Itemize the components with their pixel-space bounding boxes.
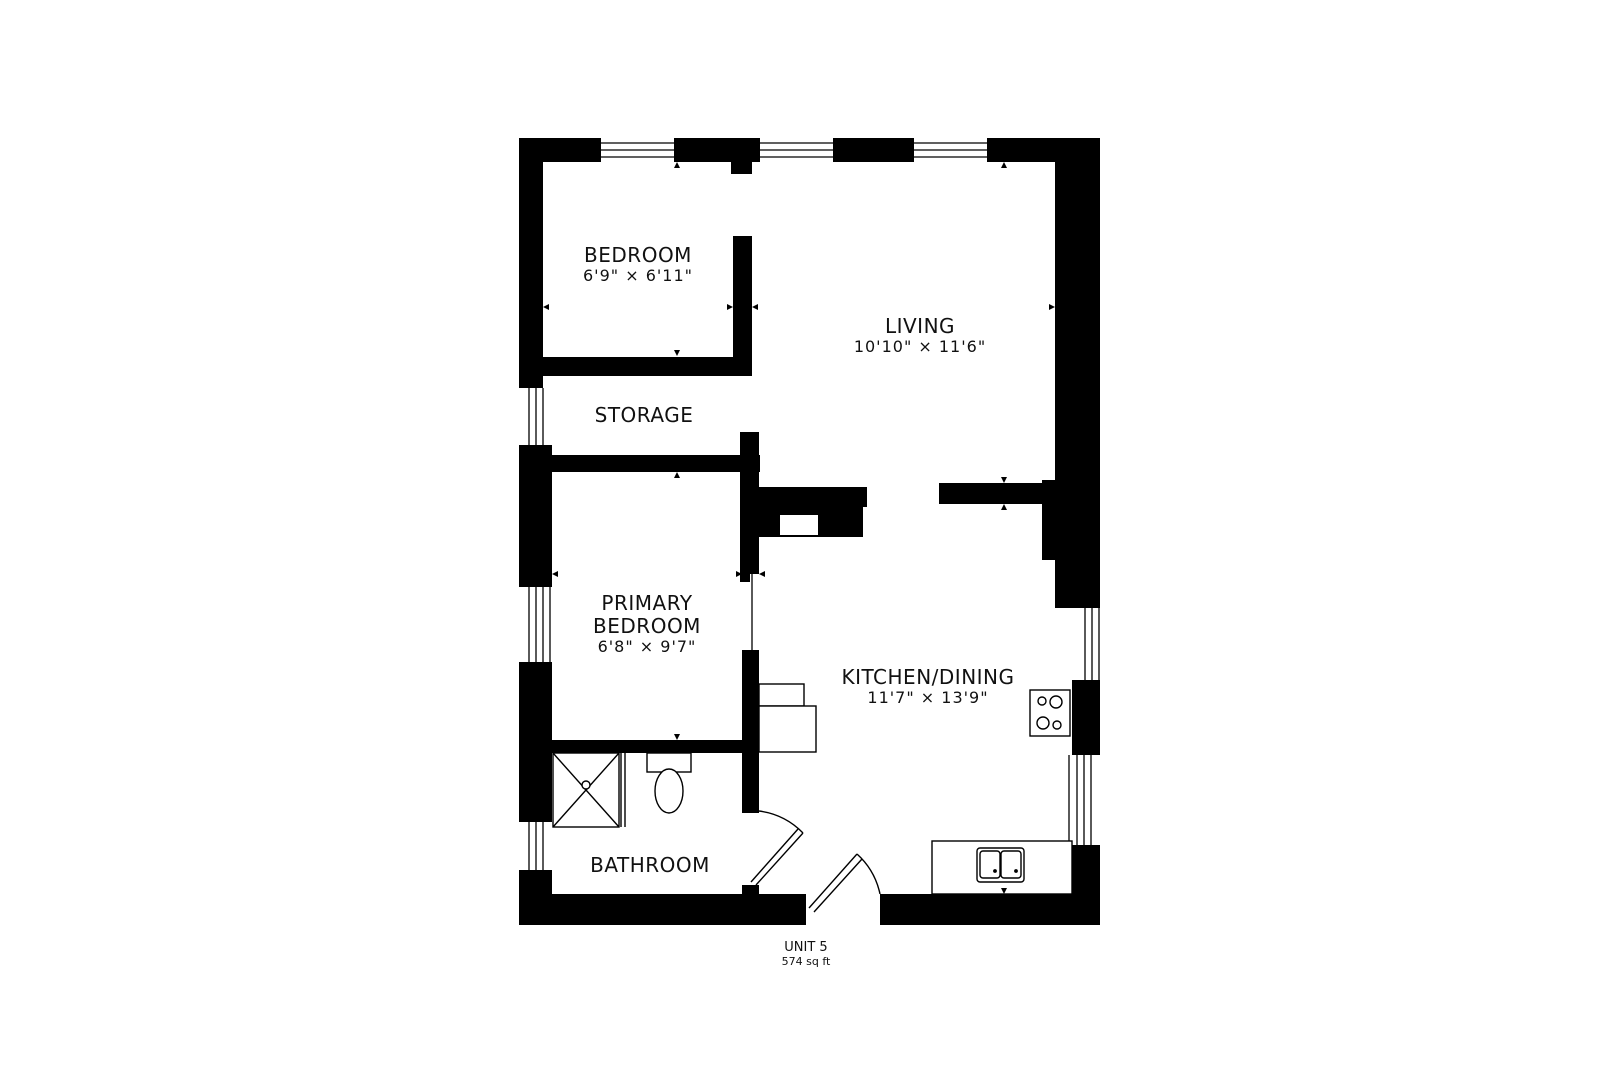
room-name-line2: BEDROOM [593,614,701,638]
fixtures [552,683,1073,913]
walls [519,138,1100,925]
room-kitchen-dining: KITCHEN/DINING 11'7" × 13'9" [841,666,1014,707]
room-name: BATHROOM [590,853,710,877]
area-label: 574 sq ft [781,954,831,968]
room-name: LIVING [884,314,956,338]
stove-icon [1029,689,1071,737]
room-dimensions: 6'8" × 9'7" [597,637,697,656]
toilet-icon [646,752,692,814]
plan-caption: UNIT 5 574 sq ft [781,940,831,969]
windows [528,142,1100,870]
entry-door-icon [808,853,881,913]
room-name: KITCHEN/DINING [841,665,1015,689]
room-dimensions: 10'10" × 11'6" [853,337,987,356]
room-storage: STORAGE [595,404,694,427]
shower-icon [552,752,626,828]
room-living: LIVING 10'10" × 11'6" [854,315,986,356]
room-bedroom: BEDROOM 6'9" × 6'11" [583,244,693,285]
room-name: STORAGE [594,403,694,427]
room-name: BEDROOM [584,243,692,267]
room-bathroom: BATHROOM [590,854,710,877]
bathroom-door-icon [750,810,804,886]
sink-icon [976,847,1025,883]
dimension-markers [543,162,1077,894]
unit-label: UNIT 5 [784,940,828,955]
room-dimensions: 11'7" × 13'9" [867,688,989,707]
room-name-line1: PRIMARY [601,591,693,615]
room-primary-bedroom: PRIMARY BEDROOM 6'8" × 9'7" [593,592,701,656]
room-dimensions: 6'9" × 6'11" [583,266,693,285]
